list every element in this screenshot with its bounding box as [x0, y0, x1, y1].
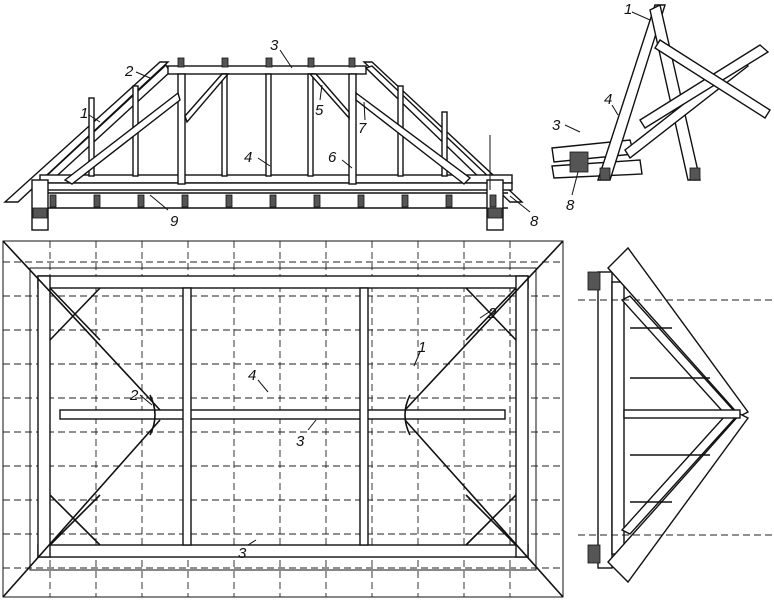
joist-section [269, 194, 277, 208]
label-rafter: 1 [80, 105, 88, 122]
label-brace: 7 [358, 120, 367, 137]
plan-view [2, 240, 564, 598]
label-plan-ridge-beam-bottom: 3 [238, 545, 247, 562]
joist-section [401, 194, 409, 208]
label-plan-hip-bracket: 2 [129, 387, 139, 404]
joist-section [445, 194, 453, 208]
leader-lines [88, 11, 651, 546]
label-detail-post: 4 [604, 91, 612, 108]
joist-section [357, 194, 365, 208]
section-view [578, 246, 774, 584]
label-detail-rafter: 1 [624, 1, 632, 18]
joist-section [181, 194, 189, 208]
post-top-section [177, 57, 185, 68]
label-wall-plate: 8 [530, 213, 539, 230]
label-detail-wall-plate: 8 [566, 197, 575, 214]
joist-section [137, 194, 145, 208]
post-top-section [307, 57, 315, 68]
label-post-6: 6 [328, 149, 337, 166]
joist-section [49, 194, 57, 208]
post-top-section [221, 57, 229, 68]
joist-section [93, 194, 101, 208]
label-strut: 5 [315, 102, 324, 119]
label-hip-bracket: 2 [124, 63, 134, 80]
node-detail-view [551, 3, 771, 181]
joist-section [225, 194, 233, 208]
post-top-section [348, 57, 356, 68]
label-detail-ridge-beam: 3 [552, 117, 561, 134]
post-top-section [265, 57, 273, 68]
label-ridge-beam: 3 [270, 37, 279, 54]
joist-section [489, 194, 497, 208]
label-plan-hip-bracket-right: 2 [487, 305, 497, 322]
label-plan-ridge-beam: 3 [296, 433, 305, 450]
label-post: 4 [244, 149, 252, 166]
label-ceiling-joist: 9 [170, 213, 179, 230]
label-plan-rafter: 1 [418, 339, 426, 356]
joist-section [313, 194, 321, 208]
label-plan-post: 4 [248, 367, 256, 384]
elevation-view [3, 57, 524, 231]
